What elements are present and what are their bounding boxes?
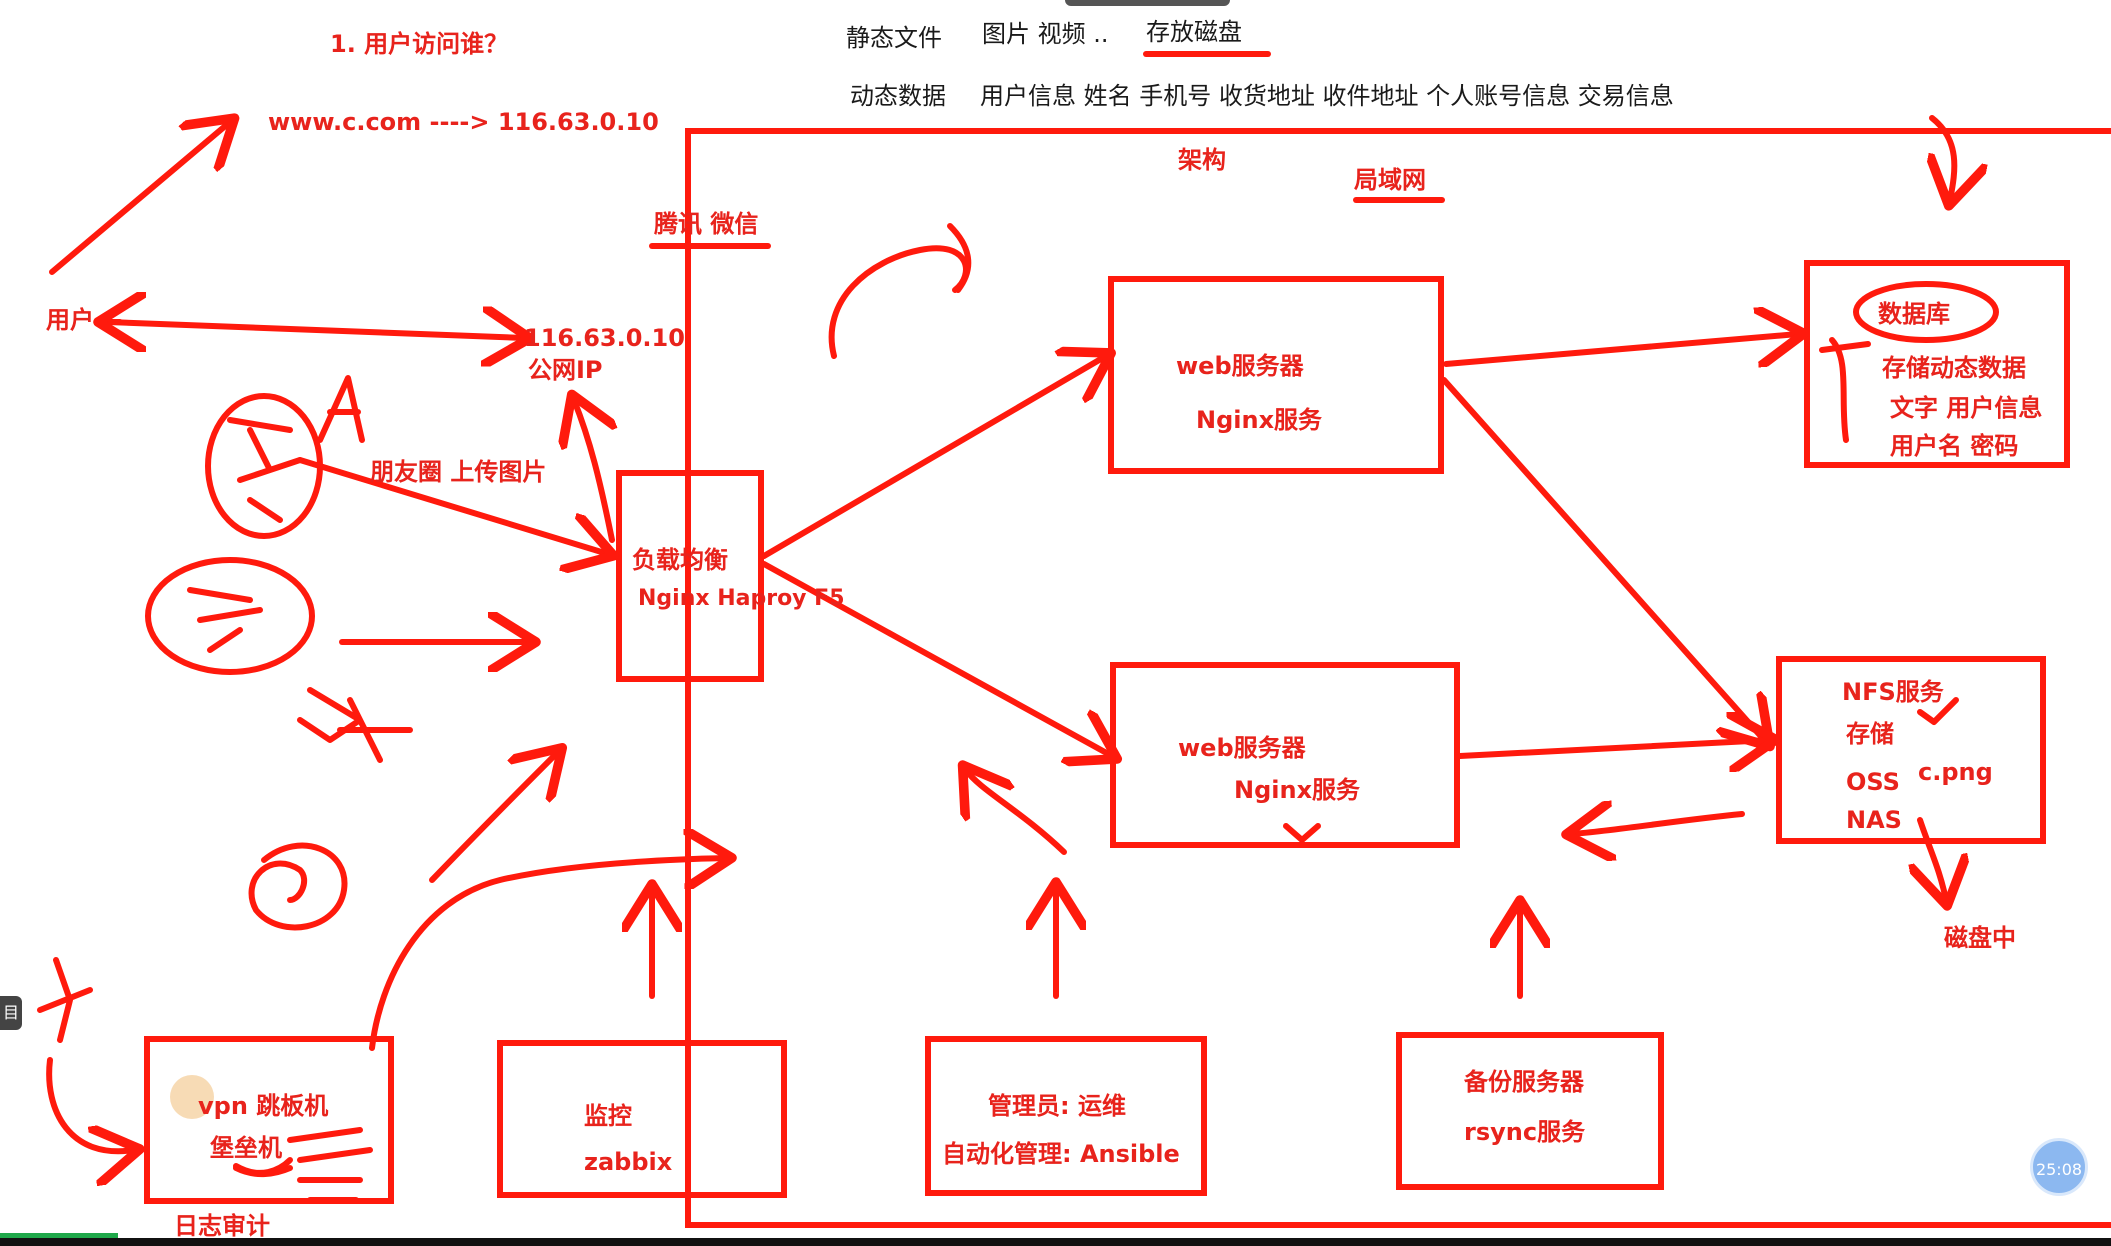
public-ip-label: 公网IP [528, 356, 603, 384]
static-files-label: 静态文件 [846, 24, 942, 52]
architecture-title: 架构 [1178, 146, 1226, 174]
images-videos-label: 图片 视频 .. [982, 20, 1109, 48]
dns-mapping-label: www.c.com ----> 116.63.0.10 [268, 108, 659, 136]
question-label: 1. 用户访问谁？ [330, 30, 509, 58]
vpn-line-1: vpn 跳板机 [198, 1092, 329, 1120]
dynamic-data-label: 动态数据 [850, 82, 946, 110]
store-disk-label: 存放磁盘 [1146, 18, 1242, 46]
recording-timer-badge[interactable]: 25:08 [2030, 1138, 2088, 1196]
db-title: 数据库 [1878, 300, 1950, 328]
nfs-line-2: 存储 [1846, 720, 1894, 748]
tencent-wechat-label: 腾讯 微信 [654, 210, 759, 238]
vpn-jump-host-box [144, 1036, 394, 1204]
admin-title: 管理员: 运维 [988, 1092, 1126, 1120]
load-balancer-box [616, 470, 764, 682]
disk-label: 磁盘中 [1944, 924, 2016, 952]
audit-log-label: 日志审计 [174, 1212, 270, 1240]
user-doodle-2 [145, 557, 315, 675]
db-line-3: 用户名 密码 [1890, 432, 2019, 460]
monitor-title: 监控 [584, 1102, 632, 1130]
nfs-line-4: NAS [1846, 806, 1902, 834]
web1-title: web服务器 [1176, 352, 1304, 380]
backup-software: rsync服务 [1464, 1118, 1586, 1146]
user-doodle-3 [297, 687, 413, 763]
cursor-highlight [170, 1075, 214, 1119]
dynamic-items-label: 用户信息 姓名 手机号 收货地址 收件地址 个人账号信息 交易信息 [980, 82, 1674, 110]
lan-label: 局域网 [1354, 166, 1426, 194]
users-to-lb-arrow-3 [429, 752, 558, 883]
side-panel-tab[interactable]: 目 [0, 996, 22, 1030]
user-doodle-1 [205, 393, 323, 539]
moments-upload-label: 朋友圈 上传图片 [370, 458, 547, 486]
db-line-1: 存储动态数据 [1882, 354, 2026, 382]
admin-ops-box [925, 1036, 1207, 1196]
vpn-line-2: 堡垒机 [210, 1134, 282, 1162]
monitor-software: zabbix [584, 1148, 673, 1176]
stick-figure-doodle [37, 957, 134, 1151]
lb-title: 负载均衡 [632, 546, 728, 574]
db-line-2: 文字 用户信息 [1890, 394, 2043, 422]
lb-to-public-ip-arrow [574, 400, 612, 543]
admin-automation: 自动化管理: Ansible [942, 1140, 1180, 1168]
lb-software: Nginx Haproy F5 [638, 586, 845, 611]
user-label: 用户 [46, 306, 94, 334]
backup-title: 备份服务器 [1464, 1068, 1584, 1096]
nfs-file-label: c.png [1918, 758, 1993, 786]
public-ip-value: 116.63.0.10 [524, 324, 685, 352]
web1-software: Nginx服务 [1196, 406, 1323, 434]
web2-title: web服务器 [1178, 734, 1306, 762]
vpn-to-lan-arrow [369, 858, 726, 1051]
nfs-line-3: OSS [1846, 768, 1900, 796]
progress-indicator [0, 1233, 118, 1238]
user-doodle-4 [248, 842, 348, 931]
web2-software: Nginx服务 [1234, 776, 1361, 804]
top-handle[interactable] [1065, 0, 1230, 6]
bottom-bar [0, 1238, 2111, 1246]
user-to-domain-arrow [49, 122, 230, 275]
backup-server-box [1396, 1032, 1664, 1190]
user-public-ip-arrow [105, 322, 524, 338]
nfs-line-1: NFS服务 [1842, 678, 1944, 706]
